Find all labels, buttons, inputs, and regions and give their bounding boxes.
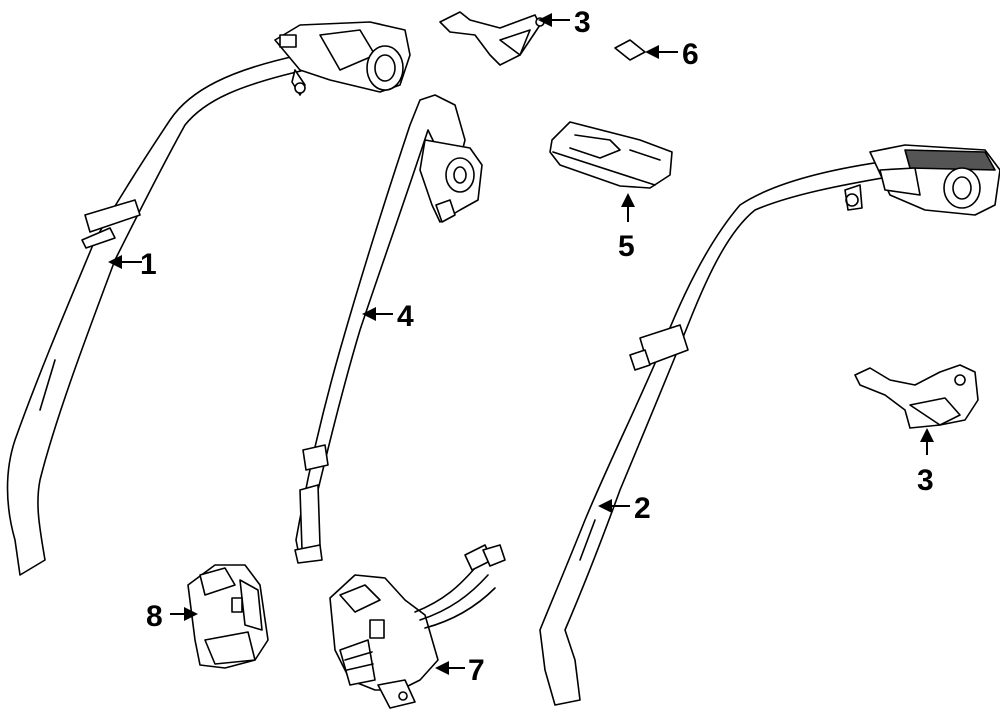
part-8-buckle (187, 564, 269, 669)
part-1-seat-belt-assembly (6, 21, 411, 576)
callout-label-8: 8 (146, 600, 163, 633)
part-3-bracket-top (439, 11, 545, 66)
callout-label-1: 1 (140, 248, 157, 281)
callout-label-6: 6 (682, 38, 699, 71)
callout-label-5: 5 (618, 230, 635, 263)
callout-leaders (108, 13, 934, 675)
callout-label-7: 7 (468, 654, 485, 687)
part-5-cover (549, 121, 673, 189)
callout-label-4: 4 (397, 300, 414, 333)
part-4-seat-belt-assembly (294, 94, 483, 564)
callout-label-3-top: 3 (574, 6, 591, 39)
part-3-bracket-right (854, 364, 979, 429)
callout-label-2: 2 (634, 492, 651, 525)
callout-label-3-right: 3 (917, 464, 934, 497)
part-6-clip (614, 39, 646, 61)
part-2-seat-belt-assembly (539, 144, 1000, 706)
part-7-buckle-harness (329, 544, 506, 709)
